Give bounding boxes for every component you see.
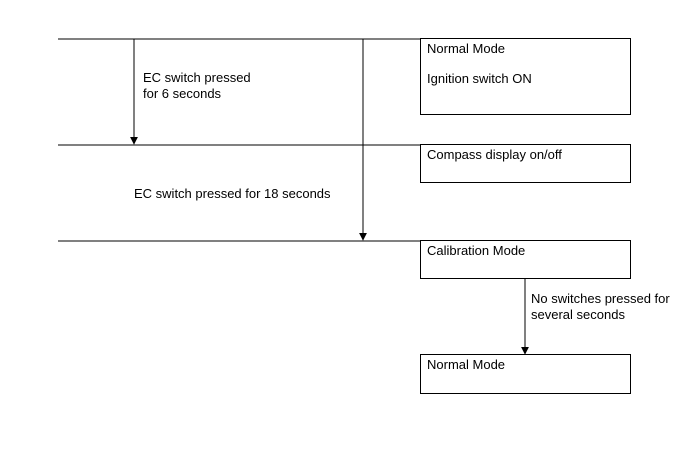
normal-mode-top-box: Normal Mode Ignition switch ON bbox=[420, 38, 631, 115]
calibration-mode-title: Calibration Mode bbox=[427, 243, 526, 258]
normal-mode-bottom-box: Normal Mode bbox=[420, 354, 631, 394]
no-switches-line1: No switches pressed for bbox=[531, 291, 670, 306]
ec-switch-6s-label: EC switch pressed for 6 seconds bbox=[143, 70, 251, 102]
ec-switch-6s-line2: for 6 seconds bbox=[143, 86, 222, 101]
calibration-mode-box: Calibration Mode bbox=[420, 240, 631, 279]
normal-mode-bottom-title: Normal Mode bbox=[427, 357, 506, 372]
ec-switch-18s-text: EC switch pressed for 18 seconds bbox=[134, 186, 331, 201]
no-switches-label: No switches pressed for several seconds bbox=[531, 291, 670, 323]
ec-switch-6s-line1: EC switch pressed bbox=[143, 70, 251, 85]
normal-mode-top-title: Normal Mode bbox=[427, 41, 506, 56]
compass-display-box: Compass display on/off bbox=[420, 144, 631, 183]
no-switches-line2: several seconds bbox=[531, 307, 625, 322]
ignition-switch-label: Ignition switch ON bbox=[427, 71, 532, 86]
ec-switch-18s-label: EC switch pressed for 18 seconds bbox=[134, 186, 331, 202]
compass-display-title: Compass display on/off bbox=[427, 147, 562, 162]
